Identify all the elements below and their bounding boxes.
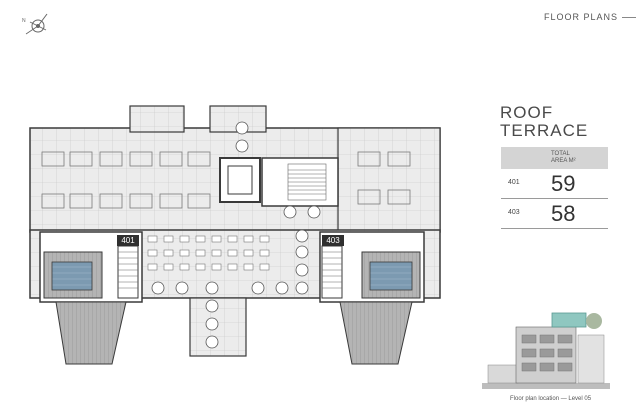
- area-row-unit: 401: [508, 179, 520, 186]
- area-row-value: 58: [551, 201, 576, 226]
- unit-label-401: 401: [117, 235, 139, 246]
- area-table-header: TOTAL AREA M²: [501, 147, 608, 169]
- furniture-upper: [41, 151, 411, 209]
- building-elevation-thumbnail: [482, 312, 610, 389]
- unit-403: [319, 231, 425, 365]
- area-row: 403 58: [501, 199, 608, 229]
- plan-title: ROOF TERRACE: [500, 104, 610, 140]
- area-row-unit: 403: [508, 209, 520, 216]
- area-row-value: 59: [551, 171, 576, 196]
- core: [219, 157, 339, 207]
- plan-title-line-1: ROOF: [500, 103, 554, 122]
- svg-text:N: N: [22, 18, 26, 24]
- page-title: FLOOR PLANS: [543, 12, 618, 22]
- area-row: 401 59: [501, 169, 608, 199]
- unit-label-403: 403: [322, 235, 344, 246]
- unit-401: [39, 231, 143, 365]
- header-rule: [622, 17, 636, 18]
- area-header-unit: AREA M²: [551, 158, 576, 164]
- highlight-level: [551, 312, 587, 328]
- plan-title-line-2: TERRACE: [500, 121, 589, 140]
- area-header-total: TOTAL: [551, 151, 570, 157]
- location-caption: Floor plan location — Level 05: [510, 396, 592, 402]
- loungers: [147, 235, 270, 271]
- area-table: TOTAL AREA M² 401 59 403 58: [501, 147, 608, 229]
- north-compass-icon: N: [22, 13, 48, 35]
- round-tables: [151, 121, 321, 349]
